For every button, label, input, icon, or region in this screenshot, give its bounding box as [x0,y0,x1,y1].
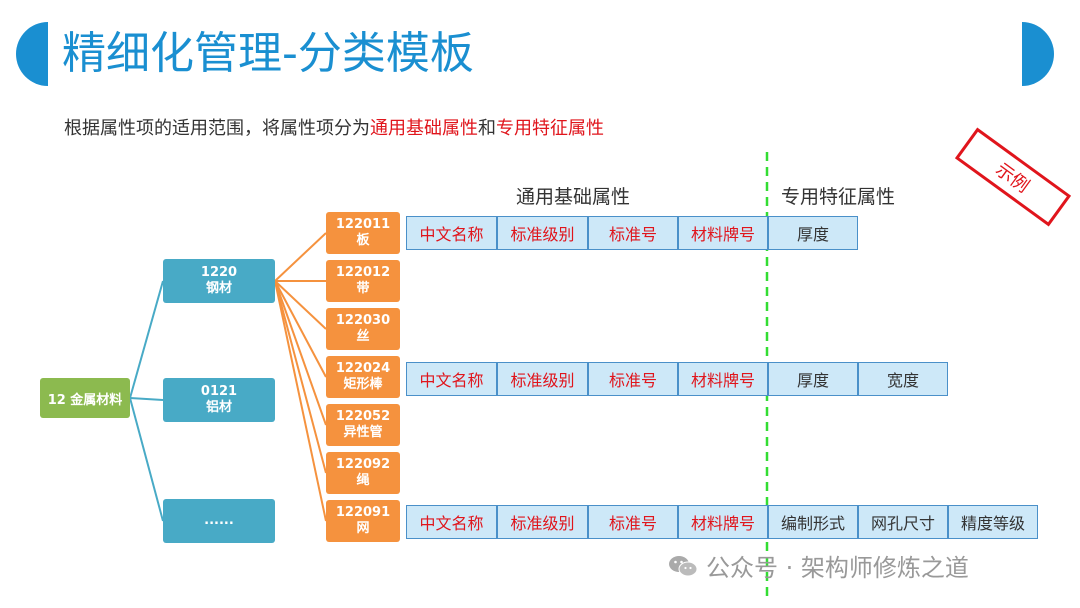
tree-node-l2[interactable]: 122012 带 [326,260,400,302]
section-label-common: 通用基础属性 [516,186,631,208]
tree-node-l1[interactable]: 0121 铝材 [163,378,275,422]
attr-cell-common: 标准级别 [497,505,588,539]
subtitle-prefix: 根据属性项的适用范围，将属性项分为 [64,118,370,139]
attr-cell-common: 材料牌号 [678,216,768,250]
l2-name: 板 [356,233,370,248]
connector-l1-l2-1 [274,232,327,282]
l1-code: ...... [204,513,234,528]
attr-cell-common: 标准级别 [497,216,588,250]
l2-name: 丝 [356,329,370,344]
l2-name: 网 [356,521,370,536]
tree-node-l2[interactable]: 122052 异性管 [326,404,400,446]
l2-name: 异性管 [343,425,383,440]
connector-l1-l2-3 [274,280,327,330]
attr-cell-common: 中文名称 [406,505,497,539]
l2-code: 122012 [335,265,391,280]
attr-cell-special: 精度等级 [948,505,1038,539]
connector-l1-l2-7 [274,280,327,522]
page-title: 精细化管理-分类模板 [62,28,474,79]
tree-node-l2[interactable]: 122092 绳 [326,452,400,494]
attr-cell-special: 厚度 [768,216,858,250]
connector-root-l1-1 [129,280,164,399]
watermark-text: 公众号 · 架构师修炼之道 [706,554,969,582]
tree-node-l1[interactable]: 1220 钢材 [163,259,275,303]
tree-root-label: 12 金属材料 [47,392,123,408]
attr-cell-common: 标准号 [588,216,678,250]
attribute-row: 中文名称 标准级别 标准号 材料牌号 厚度 宽度 [406,362,948,396]
attr-cell-special: 厚度 [768,362,858,396]
connector-l1-l2-6 [274,280,327,474]
l1-name: 铝材 [205,400,232,415]
tree-node-l2[interactable]: 122024 矩形棒 [326,356,400,398]
connector-l1-l2-5 [274,280,327,426]
attr-cell-special: 网孔尺寸 [858,505,948,539]
connector-l1-l2-4 [274,280,327,378]
attr-cell-common: 标准级别 [497,362,588,396]
l2-code: 122011 [335,217,391,232]
l1-connectors [274,232,327,522]
l2-name: 矩形棒 [343,377,383,392]
watermark: 公众号 · 架构师修炼之道 [668,548,969,583]
subtitle-highlight-common: 通用基础属性 [370,118,478,139]
l2-name: 绳 [356,473,370,488]
l2-name: 带 [356,281,370,296]
section-label-special: 专用特征属性 [781,186,896,208]
subtitle-highlight-special: 专用特征属性 [496,118,604,139]
subtitle-mid: 和 [478,118,496,139]
l1-code: 1220 [200,265,238,280]
connector-root-l1-3 [129,397,164,522]
tree-node-l2[interactable]: 122091 网 [326,500,400,542]
connector-root-l1-2 [129,397,164,401]
attr-cell-special: 编制形式 [768,505,858,539]
attr-cell-common: 中文名称 [406,362,497,396]
attr-cell-common: 标准号 [588,362,678,396]
tree-node-l2[interactable]: 122011 板 [326,212,400,254]
l1-name: 钢材 [205,281,232,296]
l2-code: 122091 [335,505,391,520]
l2-code: 122052 [335,409,391,424]
attribute-row: 中文名称 标准级别 标准号 材料牌号 厚度 [406,216,858,250]
tree-node-l2[interactable]: 122030 丝 [326,308,400,350]
subtitle: 根据属性项的适用范围，将属性项分为通用基础属性和专用特征属性 [64,116,604,142]
attr-cell-common: 中文名称 [406,216,497,250]
l1-code: 0121 [200,384,238,399]
root-connectors [129,280,164,522]
attr-cell-common: 标准号 [588,505,678,539]
l2-code: 122030 [335,313,391,328]
l2-code: 122092 [335,457,391,472]
attr-cell-common: 材料牌号 [678,362,768,396]
tree-root-node[interactable]: 12 金属材料 [40,378,130,418]
attr-cell-common: 材料牌号 [678,505,768,539]
tree-node-l1[interactable]: ...... [163,499,275,543]
attribute-row: 中文名称 标准级别 标准号 材料牌号 编制形式 网孔尺寸 精度等级 [406,505,1038,539]
l2-code: 122024 [335,361,391,376]
wechat-icon [669,555,698,576]
attr-cell-special: 宽度 [858,362,948,396]
